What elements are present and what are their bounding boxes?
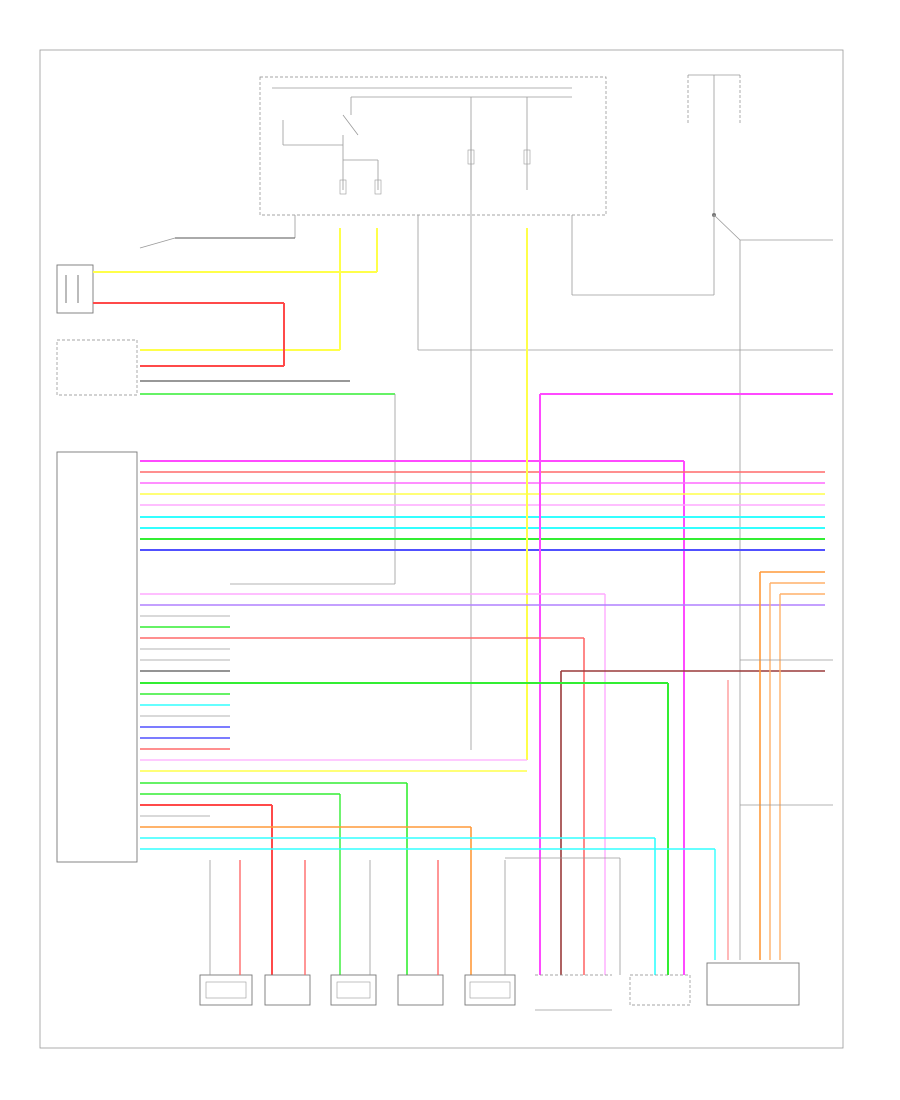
output-speed-sensor [264, 860, 311, 1006]
battery-fuse-junction [687, 74, 741, 241]
secondary-speed-sensor [397, 860, 444, 1006]
tcm [56, 451, 138, 863]
diagram-frame [39, 49, 844, 1049]
pressure-sensor [464, 860, 516, 1006]
wire-black-to-ground [139, 237, 176, 249]
instrument-cluster [706, 962, 800, 1006]
accelerator-pedal-sensor [56, 264, 94, 314]
valve-body [535, 974, 612, 1011]
lockup-solenoid [629, 974, 691, 1006]
turbine-speed-sensor [330, 860, 377, 1006]
input-speed-sensor [199, 860, 253, 1006]
range-sensor [56, 339, 396, 585]
fuse-box [259, 76, 607, 238]
